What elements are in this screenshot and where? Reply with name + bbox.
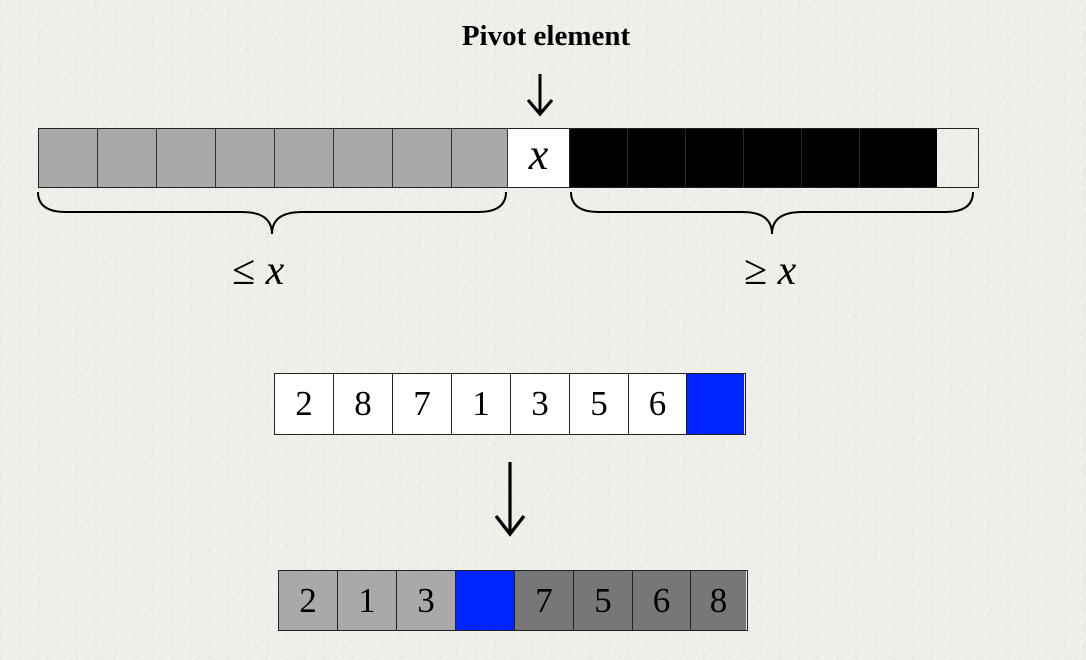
greater-equal-label: ≥ x — [744, 250, 796, 292]
array-cell: 1 — [338, 571, 397, 630]
lesser-cell — [393, 129, 452, 187]
array-cell: 5 — [570, 374, 629, 434]
diagram-title: Pivot element — [461, 20, 631, 52]
array-cell: 6 — [633, 571, 691, 630]
greater-cell — [802, 129, 860, 187]
left-brace — [37, 191, 507, 235]
greater-equal-variable: x — [777, 248, 797, 294]
array-after-partition: 2 1 3 7 5 6 8 — [278, 570, 748, 631]
lesser-equal-symbol: ≤ — [232, 248, 256, 294]
right-brace — [570, 191, 974, 235]
greater-equal-symbol: ≥ — [744, 248, 768, 294]
array-cell: 5 — [574, 571, 633, 630]
array-cell: 2 — [275, 374, 334, 434]
array-cell: 6 — [629, 374, 687, 434]
lesser-equal-label: ≤ x — [232, 250, 284, 292]
array-cell: 3 — [397, 571, 456, 630]
greater-cell — [744, 129, 802, 187]
greater-cell — [686, 129, 744, 187]
lesser-cell — [157, 129, 216, 187]
lesser-cell — [275, 129, 334, 187]
lesser-cell — [39, 129, 98, 187]
pivot-cell: x — [508, 129, 570, 187]
lesser-cell — [452, 129, 508, 187]
transform-arrow-icon — [494, 462, 526, 537]
lesser-cell — [98, 129, 157, 187]
pivot-array-cell — [687, 374, 744, 434]
greater-cell — [570, 129, 628, 187]
array-cell: 7 — [393, 374, 452, 434]
greater-cell — [628, 129, 686, 187]
array-before-partition: 2 8 7 1 3 5 6 — [274, 373, 746, 435]
partition-strip: x — [38, 128, 979, 188]
array-cell: 8 — [691, 571, 746, 630]
array-cell: 3 — [511, 374, 570, 434]
array-cell: 8 — [334, 374, 393, 434]
array-cell: 7 — [515, 571, 574, 630]
array-cell: 2 — [279, 571, 338, 630]
lesser-cell — [334, 129, 393, 187]
lesser-cell — [216, 129, 275, 187]
pivot-arrow-icon — [526, 74, 554, 117]
pivot-array-cell — [456, 571, 515, 630]
greater-cell — [860, 129, 937, 187]
lesser-equal-variable: x — [265, 248, 285, 294]
array-cell: 1 — [452, 374, 511, 434]
